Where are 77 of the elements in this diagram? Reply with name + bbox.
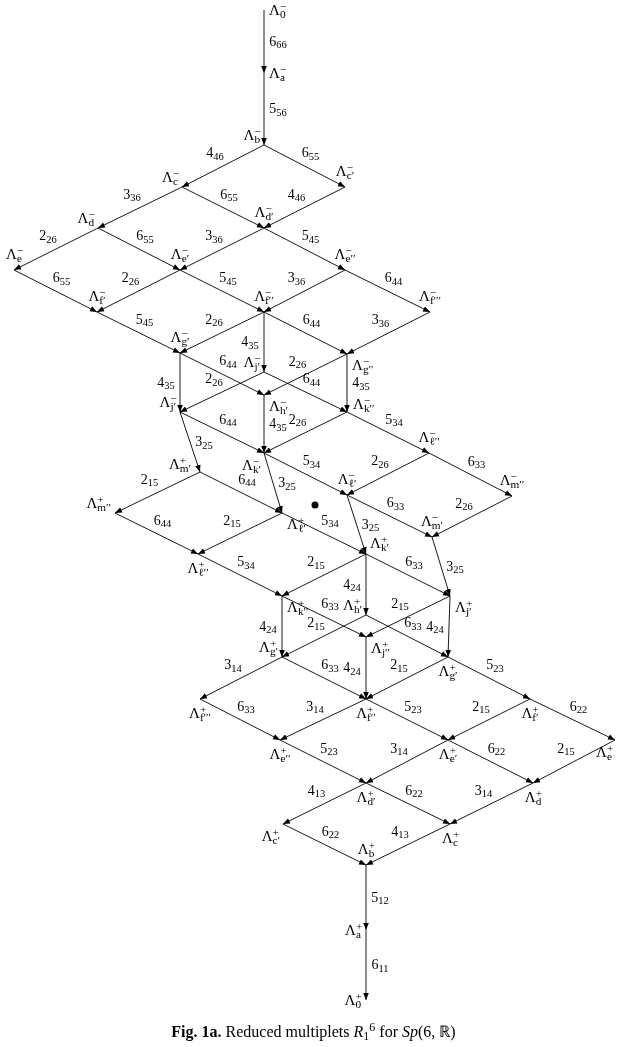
edge-label: 6$_{22}$ <box>405 782 423 799</box>
edge-label: 2$_{15}$ <box>307 615 325 631</box>
edge-label: 3$_{25}$ <box>195 434 213 450</box>
edge-label: 6$_{33}$ <box>321 657 339 673</box>
edge-label: 4$_{35}$ <box>352 375 370 391</box>
edge-label: 6$_{44}$ <box>384 270 403 286</box>
edge-label: 6$_{22}$ <box>321 823 340 840</box>
edge-label: 2$_{15}$ <box>390 657 408 673</box>
edge-label: 5$_{45}$ <box>301 228 320 244</box>
edge-label: 6$_{44}$ <box>302 371 321 387</box>
edge-label: 2$_{26}$ <box>205 311 223 328</box>
edge-label: 5$_{45}$ <box>135 311 154 328</box>
edge-label: 5$_{23}$ <box>320 740 338 757</box>
edge-label: 6$_{22}$ <box>487 740 506 757</box>
edge-label: 4$_{24}$ <box>259 618 277 635</box>
edge-label: 5$_{56}$ <box>269 101 287 117</box>
edge-label: 4$_{24}$ <box>426 618 444 635</box>
edge-label: 2$_{26}$ <box>205 371 223 387</box>
edge-label: 2$_{26}$ <box>371 453 389 469</box>
edge-label: 5$_{34}$ <box>385 411 403 428</box>
edge-label: 2$_{15}$ <box>307 554 325 570</box>
edge-label: 6$_{11}$ <box>371 957 389 973</box>
edge-label: 4$_{13}$ <box>391 823 409 840</box>
edge-label: 6$_{33}$ <box>321 595 339 612</box>
edge-label: 6$_{44}$ <box>238 471 256 488</box>
edge-label: 6$_{33}$ <box>404 615 422 631</box>
edge-label: 2$_{15}$ <box>223 512 241 529</box>
edge-label: 6$_{22}$ <box>569 698 588 715</box>
edge-label: 4$_{46}$ <box>206 145 224 161</box>
edge-label: 3$_{14}$ <box>474 782 493 799</box>
edge-label: 6$_{33}$ <box>237 698 255 715</box>
edge-label: 4$_{24}$ <box>343 576 361 593</box>
edge-label: 6$_{55}$ <box>301 145 320 161</box>
edge-label: 3$_{25}$ <box>361 516 380 533</box>
edge-label: 3$_{25}$ <box>446 558 464 575</box>
edge-label: 3$_{14}$ <box>390 740 408 757</box>
edge-label: 4$_{46}$ <box>287 186 306 203</box>
edge-label: 2$_{15}$ <box>140 471 159 488</box>
edge-label: 2$_{26}$ <box>121 270 140 286</box>
edge-label: 6$_{44}$ <box>219 411 237 428</box>
edge-label: 4$_{35}$ <box>241 334 259 350</box>
edge-label: 3$_{14}$ <box>306 698 324 715</box>
edge-label: 6$_{33}$ <box>467 453 486 470</box>
edge-label: 2$_{15}$ <box>391 595 409 612</box>
edge-label: 6$_{55}$ <box>136 228 154 244</box>
edge-label: 5$_{34}$ <box>302 453 321 469</box>
edge-label: 5$_{34}$ <box>237 554 255 570</box>
edge-label: 5$_{23}$ <box>486 657 504 673</box>
edge-label: 6$_{66}$ <box>269 33 287 50</box>
edge-label: 4$_{13}$ <box>307 782 326 799</box>
edge-label: 5$_{23}$ <box>404 698 422 715</box>
edge-label: 3$_{14}$ <box>224 657 242 673</box>
edge-label: 6$_{55}$ <box>220 186 238 203</box>
edge-label: 3$_{36}$ <box>287 270 306 286</box>
edge-label: 5$_{45}$ <box>219 270 237 286</box>
edge-label: 5$_{34}$ <box>321 512 339 529</box>
edge-label: 6$_{33}$ <box>386 495 405 511</box>
edge-label: 2$_{26}$ <box>288 411 307 428</box>
edge-label: 6$_{55}$ <box>52 270 71 286</box>
edge-label: 2$_{26}$ <box>455 495 473 512</box>
edge-label: 6$_{44}$ <box>219 353 237 369</box>
edge-label: 4$_{24}$ <box>343 660 361 676</box>
edge-label: 3$_{25}$ <box>278 475 296 491</box>
edge-label: 3$_{36}$ <box>371 312 390 328</box>
edge-label: 2$_{26}$ <box>39 228 57 244</box>
edge-label: 6$_{44}$ <box>153 512 172 529</box>
edge-label: 3$_{36}$ <box>205 228 223 244</box>
edge-label: 4$_{35}$ <box>269 416 287 432</box>
edge-label: 4$_{35}$ <box>157 374 175 391</box>
edge-label: 5$_{12}$ <box>371 889 389 906</box>
edge-label: 6$_{33}$ <box>405 554 423 570</box>
edge-label: 3$_{36}$ <box>123 186 141 203</box>
edge-label: 2$_{15}$ <box>472 698 490 715</box>
edge-label: 2$_{15}$ <box>557 740 575 757</box>
caption: Fig. 1a. Reduced multiplets R$_{1}$$^{6}$ for Sp(6, ℝ) <box>170 1020 457 1044</box>
edge-label: 6$_{44}$ <box>302 312 321 328</box>
edge-label: 2$_{26}$ <box>288 353 307 370</box>
